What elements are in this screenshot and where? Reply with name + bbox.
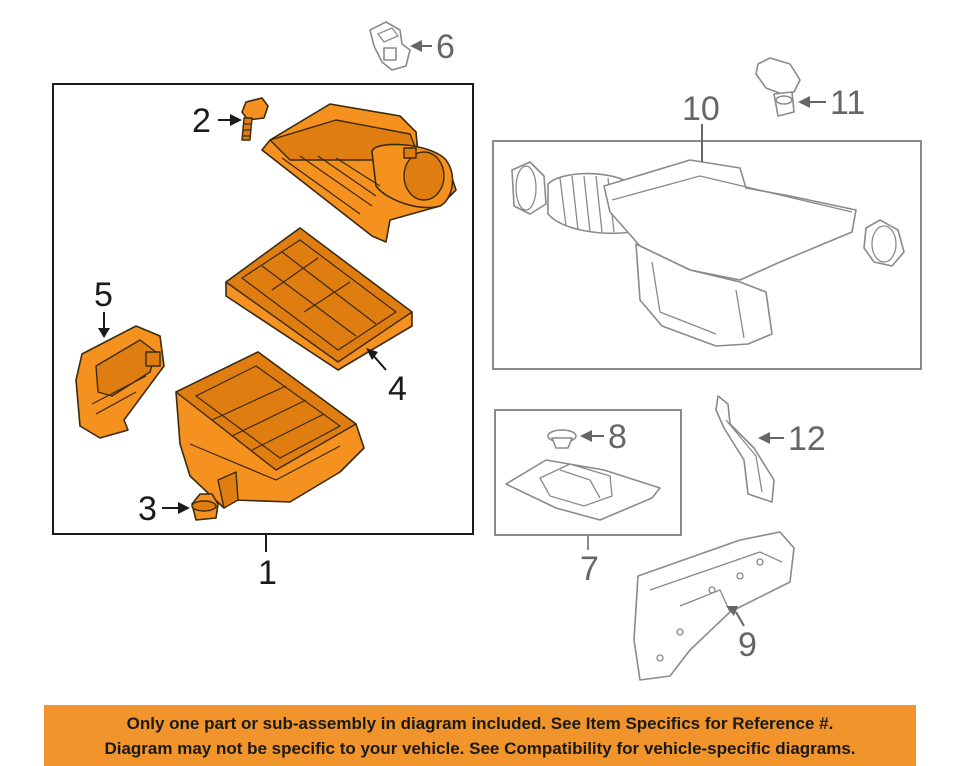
air-cleaner-cover[interactable] [261,103,457,243]
leader-4-arrow [366,348,378,360]
leader-9-arrow [726,606,738,616]
disclaimer-line-2: Diagram may not be specific to your vehi… [104,739,856,758]
leader-12-arrow [758,432,770,444]
intake-duct-part-10[interactable] [511,159,905,347]
assembly-box-1 [52,83,474,535]
callout-9: 9 [738,626,757,664]
callout-2: 2 [192,102,211,140]
leader-8-arrow [580,430,592,442]
leader-2-arrow [230,114,242,126]
fastener-part-8[interactable] [547,429,577,449]
callout-3: 3 [138,490,157,528]
bracket-part-12[interactable] [715,395,775,503]
callout-11: 11 [830,84,865,122]
leader-6-arrow [410,40,422,52]
bracket-part-9[interactable] [633,531,795,681]
callout-10: 10 [682,90,720,128]
sensor-part-11[interactable] [755,57,801,117]
callout-1: 1 [258,554,277,592]
disclaimer-line-1: Only one part or sub-assembly in diagram… [126,714,834,733]
callout-7: 7 [580,550,599,588]
callout-6: 6 [436,28,455,66]
callout-5: 5 [94,276,113,314]
air-cleaner-lower-housing[interactable] [175,351,365,509]
bolt-part-2[interactable] [241,97,269,141]
grommet-part-3[interactable] [191,493,219,521]
callout-8: 8 [608,418,627,456]
leader-3-arrow [178,502,190,514]
callout-12: 12 [788,420,826,458]
bracket-plate-part-7[interactable] [505,459,661,521]
callout-4: 4 [388,370,407,408]
sensor-part-6[interactable] [369,21,411,71]
air-filter-part-4[interactable] [225,227,413,371]
bracket-part-5[interactable] [75,325,165,439]
disclaimer-banner: Only one part or sub-assembly in diagram… [44,705,916,766]
leader-5-arrow [98,328,110,338]
leader-9 [735,611,745,627]
leader-11-arrow [798,96,810,108]
assembly-box-10 [492,140,922,370]
